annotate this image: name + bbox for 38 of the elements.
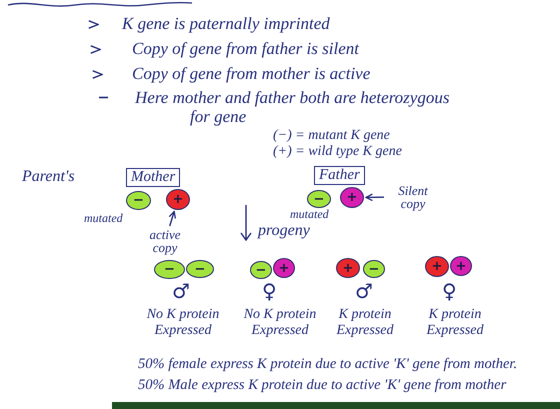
bullet-text: Copy of gene from father is silent [132, 39, 359, 58]
allele-circle: − [126, 191, 151, 210]
phenotype-caption: No K protein Expressed [242, 307, 318, 338]
allele-circle: + [340, 187, 364, 208]
allele-circle: + [450, 256, 472, 276]
phenotype-caption: No K protein Expressed [146, 307, 220, 338]
bullet-text: K gene is paternally imprinted [122, 14, 330, 34]
allele-circle: + [425, 256, 449, 277]
allele-circle: − [250, 261, 272, 279]
allele-circle: − [363, 260, 385, 278]
name-box: Father [314, 166, 365, 186]
allele-circle: − [307, 190, 331, 208]
allele-circle: + [336, 258, 360, 278]
sex-symbol: ♂ [355, 281, 373, 301]
sex-symbol: ♀ [262, 281, 277, 301]
conclusion-text: 50% Male express K protein due to active 'K' gene from mother [138, 377, 506, 394]
annotation-text: mutated [290, 208, 329, 222]
conclusion-text: 50% female express K protein due to active 'K' gene from mother. [138, 356, 518, 372]
phenotype-caption: K protein Expressed [425, 307, 485, 338]
phenotype-caption: K protein Expressed [335, 307, 395, 338]
row-label: Parent's [22, 168, 75, 186]
leader-arrow [365, 194, 384, 202]
bullet-text: Here mother and father both are heterozygous for gene [135, 88, 450, 126]
legend-note: (−) = mutant K gene [273, 128, 390, 144]
bullet-text: Copy of gene from mother is active [132, 64, 370, 84]
allele-circle: − [186, 260, 214, 278]
sex-symbol: ♀ [442, 281, 457, 301]
name-box: Mother [126, 168, 180, 188]
allele-circle: + [166, 189, 190, 210]
sex-symbol: ♂ [172, 281, 190, 301]
allele-circle: + [273, 258, 295, 278]
arrow-label: progeny [258, 222, 310, 240]
annotation-text: Silent copy [386, 184, 440, 210]
legend-note: (+) = wild type K gene [273, 144, 402, 160]
leader-arrow [168, 210, 176, 226]
annotation-text: active copy [142, 228, 188, 254]
annotation-text: mutated [84, 212, 123, 226]
allele-circle: − [154, 260, 185, 279]
